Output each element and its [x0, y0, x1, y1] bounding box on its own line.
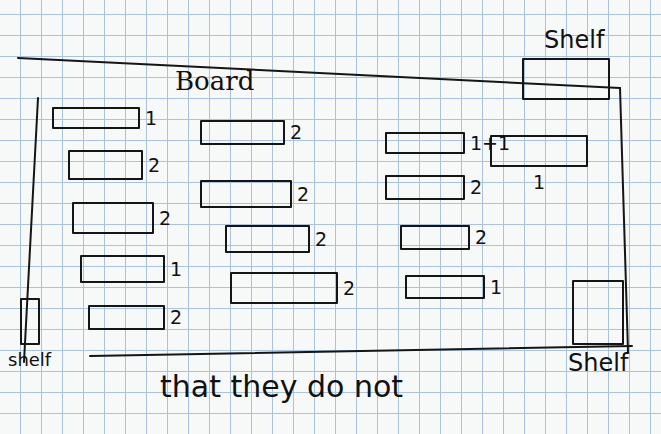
box-outline [405, 275, 485, 299]
box-outline [572, 280, 624, 345]
cabinet-box: 2 [225, 225, 310, 253]
count-number: 2 [315, 230, 327, 249]
box-outline [88, 305, 165, 330]
box-outline [68, 150, 143, 180]
count-number: 2 [297, 185, 309, 204]
box-outline [230, 272, 338, 304]
cabinet-box: 1 [80, 255, 165, 283]
box-outline [200, 180, 292, 208]
cabinet-box: 2 [68, 150, 143, 180]
cabinet-box: 2 [200, 180, 292, 208]
shelf-box: Shelf [572, 280, 624, 345]
count-number: 2 [475, 228, 487, 247]
cabinet-box: 1 [405, 275, 485, 299]
cabinet-box: 2 [200, 120, 285, 145]
shelf-label: shelf [8, 351, 51, 369]
count-number: 2 [159, 209, 171, 228]
box-outline [522, 58, 610, 100]
cabinet-box: 2 [88, 305, 165, 330]
count-number: 1+1 [470, 134, 510, 153]
count-number: 2 [148, 156, 160, 175]
count-number: 2 [343, 279, 355, 298]
cabinet-box: 2 [230, 272, 338, 304]
box-outline [400, 225, 470, 250]
count-number: 2 [290, 123, 302, 142]
cabinet-box: 1 [52, 107, 140, 129]
count-number: 2 [470, 178, 482, 197]
board-outline: Board121+112222221212 [15, 50, 635, 365]
shelf-box: shelf [20, 298, 40, 345]
cabinet-box: 1+1 [385, 132, 465, 154]
cabinet-box: 2 [400, 225, 470, 250]
board-title: Board [175, 68, 254, 94]
board-lines [15, 50, 635, 365]
box-outline [385, 175, 465, 200]
box-outline [20, 298, 40, 345]
shelf-box: Shelf [522, 58, 610, 100]
count-number: 1 [533, 173, 545, 192]
note-text: that they do not [160, 372, 403, 402]
box-outline [80, 255, 165, 283]
box-outline [385, 132, 465, 154]
shelf-label: Shelf [544, 28, 604, 52]
count-number: 1 [145, 109, 157, 128]
box-outline [52, 107, 140, 129]
box-outline [200, 120, 285, 145]
cabinet-box: 2 [72, 202, 154, 234]
box-outline [72, 202, 154, 234]
count-number: 2 [170, 308, 182, 327]
count-number: 1 [170, 260, 182, 279]
box-outline [225, 225, 310, 253]
cabinet-box: 2 [385, 175, 465, 200]
shelf-label: Shelf [568, 351, 628, 375]
count-number: 1 [490, 278, 502, 297]
